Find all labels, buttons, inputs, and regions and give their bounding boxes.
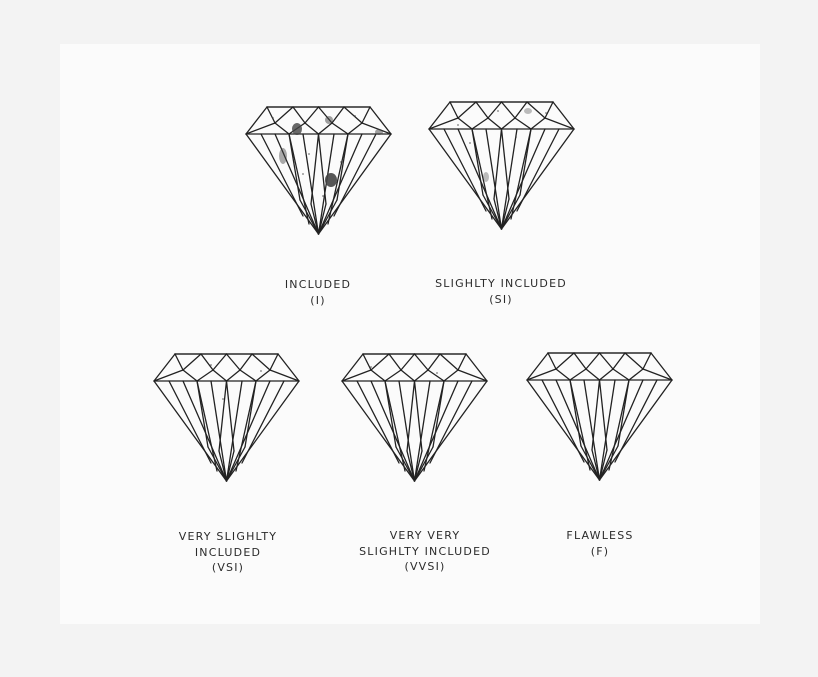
inclusion-mark xyxy=(545,112,547,114)
inclusion-mark xyxy=(308,153,310,155)
inclusion-mark xyxy=(457,124,459,126)
grade-label-line: (VSI) xyxy=(211,561,245,574)
grade-label-line: SLIGHLTY INCLUDED xyxy=(435,277,567,290)
diamond-facets xyxy=(341,353,488,482)
grade-label-line: (I) xyxy=(310,293,326,307)
grade-label-line: VERY SLIGHLTY xyxy=(178,530,278,543)
inclusion-mark xyxy=(302,173,304,175)
inclusion-mark xyxy=(260,370,262,372)
inclusion-mark xyxy=(272,117,274,119)
inclusion-mark xyxy=(340,161,342,163)
grade-label-line: (F) xyxy=(590,544,610,558)
diamond-facets xyxy=(153,353,300,482)
inclusion-mark xyxy=(222,398,224,400)
grade-label-flawless: FLAWLESS (F) xyxy=(510,528,690,559)
grade-label-line: INCLUDED xyxy=(284,278,352,291)
diamond-icon-slightly-included xyxy=(428,101,575,230)
inclusion-mark xyxy=(515,136,517,138)
inclusion-mark xyxy=(469,142,471,144)
inclusion-mark xyxy=(370,366,372,368)
inclusion-mark xyxy=(325,173,337,187)
grade-label-line: INCLUDED xyxy=(194,545,262,559)
grade-label-line: (SI) xyxy=(489,292,513,306)
inclusion-mark xyxy=(497,110,499,112)
inclusion-mark xyxy=(292,123,302,135)
inclusion-mark xyxy=(524,108,532,114)
grade-label-line: (VVSI) xyxy=(404,560,446,573)
grade-label-line: VERY VERY xyxy=(389,529,461,542)
diamond-icon-included xyxy=(245,106,392,235)
chart-panel xyxy=(60,44,760,624)
inclusion-mark xyxy=(375,129,383,135)
inclusion-mark xyxy=(436,372,438,374)
inclusion-mark xyxy=(210,364,212,366)
diamond-icon-very-very-slightly-included xyxy=(341,353,488,482)
diamond-icon-very-slightly-included xyxy=(153,353,300,482)
diamond-facets xyxy=(245,106,392,235)
inclusion-mark xyxy=(325,116,333,124)
inclusion-mark xyxy=(322,195,324,197)
grade-label-very-slightly-included: VERY SLIGHLTY INCLUDED (VSI) xyxy=(138,529,318,576)
diamond-facets xyxy=(526,352,673,481)
grade-label-very-very-slightly-included: VERY VERY SLIGHLTY INCLUDED (VVSI) xyxy=(335,528,515,575)
inclusion-mark xyxy=(279,148,287,164)
grade-label-included: INCLUDED (I) xyxy=(228,277,408,308)
inclusion-mark xyxy=(483,172,489,182)
grade-label-line: SLIGHLTY INCLUDED xyxy=(359,544,491,558)
grade-label-line: FLAWLESS xyxy=(566,529,634,542)
diamond-icon-flawless xyxy=(526,352,673,481)
grade-label-slightly-included: SLIGHLTY INCLUDED (SI) xyxy=(411,276,591,307)
inclusion-mark xyxy=(354,115,356,117)
inclusion-mark xyxy=(523,160,525,162)
diamond-facets xyxy=(428,101,575,230)
